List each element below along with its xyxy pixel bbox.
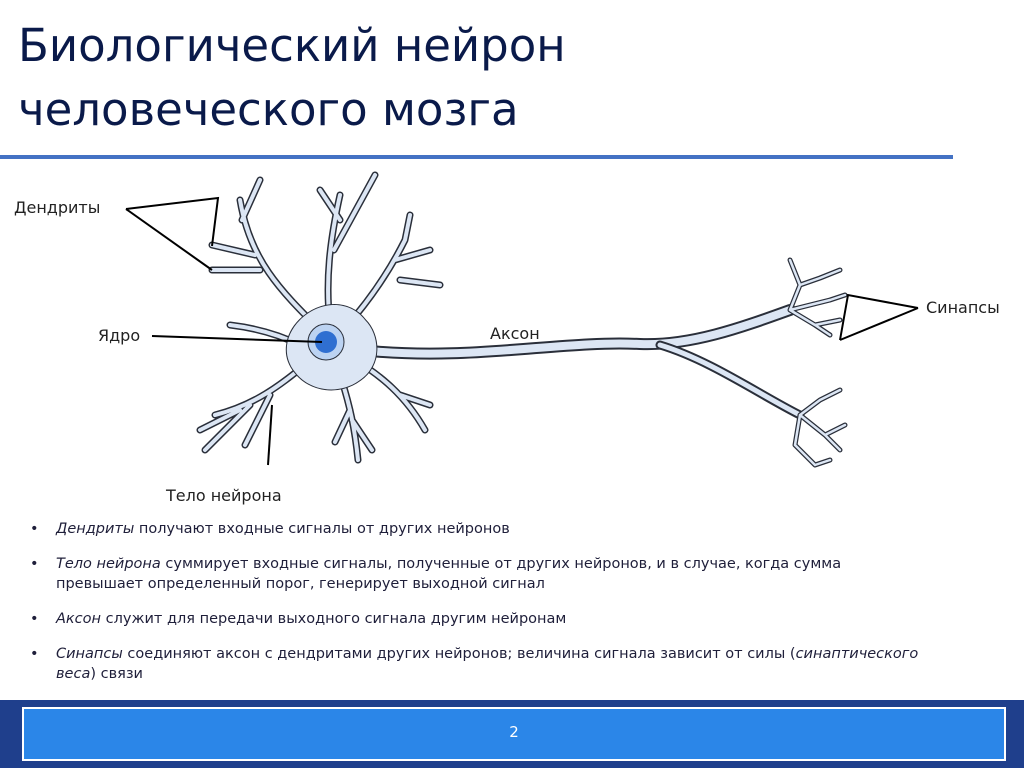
label-nucleus: Ядро	[98, 326, 141, 345]
bullet-term: Синапсы	[56, 646, 123, 662]
bullet-term: синаптического веса	[56, 646, 919, 682]
bullet-text: служит для передачи выходного сигнала др…	[101, 611, 567, 627]
bullet-list: • Дендриты получают входные сигналы от д…	[30, 519, 930, 699]
bullet-dot-icon: •	[30, 521, 39, 537]
bullet-term: Тело нейрона	[56, 556, 161, 572]
label-pointers	[125, 196, 919, 466]
label-dendrites: Дендриты	[14, 198, 101, 217]
neuron-cell	[196, 171, 848, 468]
title-divider	[0, 155, 953, 159]
soma-pointer	[267, 404, 273, 466]
synapse-terminal-upper	[788, 258, 847, 337]
nucleus-pointer	[151, 335, 323, 343]
dendrite-branch	[343, 213, 442, 330]
axon-body	[356, 306, 794, 358]
synapses-pointer	[839, 293, 919, 341]
label-soma: Тело нейрона	[166, 486, 282, 505]
bullet-text: соединяют аксон с дендритами других нейр…	[122, 646, 796, 662]
axon-branch-body	[657, 342, 803, 418]
dendrite-branch	[208, 176, 324, 334]
label-synapses: Синапсы	[926, 298, 1000, 317]
footer-box: 2	[22, 707, 1006, 761]
bullet-item: • Аксон служит для передачи выходного си…	[30, 609, 930, 629]
bullet-item: • Синапсы соединяют аксон с дендритами д…	[30, 644, 930, 684]
synapse-terminals	[787, 257, 848, 468]
dendrite-branches	[196, 171, 444, 464]
bullet-text: получают входные сигналы от других нейро…	[134, 521, 510, 537]
bullet-text: суммирует входные сигналы, полученные от…	[56, 556, 842, 592]
bullet-item: • Тело нейрона суммирует входные сигналы…	[30, 554, 930, 594]
bullet-dot-icon: •	[30, 611, 39, 627]
neuron-diagram: Дендриты Ядро Аксон Синапсы Тело нейрона	[0, 160, 1024, 520]
dendrites-pointer	[125, 208, 213, 271]
bullet-term: Аксон	[56, 611, 102, 627]
dendrites-pointer	[125, 196, 220, 247]
nucleus	[315, 331, 337, 353]
dendrite-branch	[210, 178, 322, 332]
bullet-item: • Дендриты получают входные сигналы от д…	[30, 519, 930, 539]
bullet-term: Дендриты	[56, 521, 135, 537]
neuron-illustration	[125, 171, 919, 468]
synapses-pointer	[839, 307, 919, 341]
dendrite-branch	[198, 363, 307, 452]
title-line-2: человеческого мозга	[18, 83, 519, 136]
title-line-1: Биологический нейрон	[18, 19, 566, 72]
bullet-dot-icon: •	[30, 556, 39, 572]
page-number: 2	[509, 723, 519, 741]
label-axon: Аксон	[490, 324, 540, 343]
slide-title: Биологический нейрон человеческого мозга	[18, 14, 978, 142]
bullet-dot-icon: •	[30, 646, 39, 662]
synapse-terminal-lower	[793, 388, 847, 467]
bullet-text: ) связи	[90, 666, 143, 682]
